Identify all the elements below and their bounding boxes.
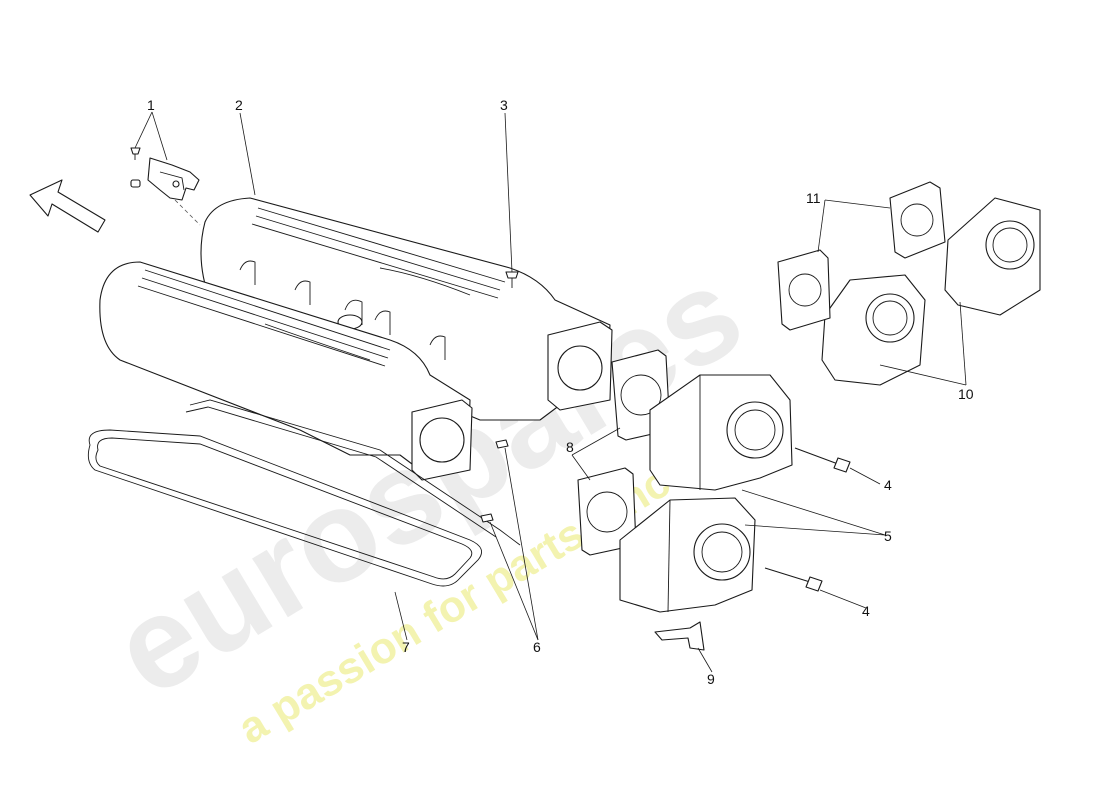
part-4-bolts	[764, 447, 851, 592]
part-2-intake-plenum	[99, 197, 613, 481]
part-9-bracket	[654, 621, 705, 651]
part-3-screw	[505, 271, 519, 288]
callout-4-upper: 4	[884, 477, 892, 493]
part-1-sensor	[130, 147, 201, 226]
callout-3: 3	[500, 97, 508, 113]
callout-10: 10	[958, 386, 974, 402]
callout-11: 11	[806, 190, 821, 206]
part-11-gaskets	[777, 181, 946, 331]
callout-7: 7	[402, 639, 410, 655]
part-6-pins	[480, 439, 509, 523]
callout-1: 1	[147, 97, 155, 113]
part-7-gasket	[87, 399, 521, 587]
leader-lines	[134, 111, 967, 673]
callout-8: 8	[566, 439, 574, 455]
callout-4-lower: 4	[862, 603, 870, 619]
arrow-icon	[29, 179, 106, 233]
callouts: 1 2 3 4 4 5 6 7 8 9 10 11	[147, 97, 974, 687]
part-10-throttle-actuators	[821, 197, 1041, 386]
callout-2: 2	[235, 97, 243, 113]
callout-5: 5	[884, 528, 892, 544]
callout-9: 9	[707, 671, 715, 687]
part-5-throttle-bodies	[619, 374, 793, 613]
callout-6: 6	[533, 639, 541, 655]
